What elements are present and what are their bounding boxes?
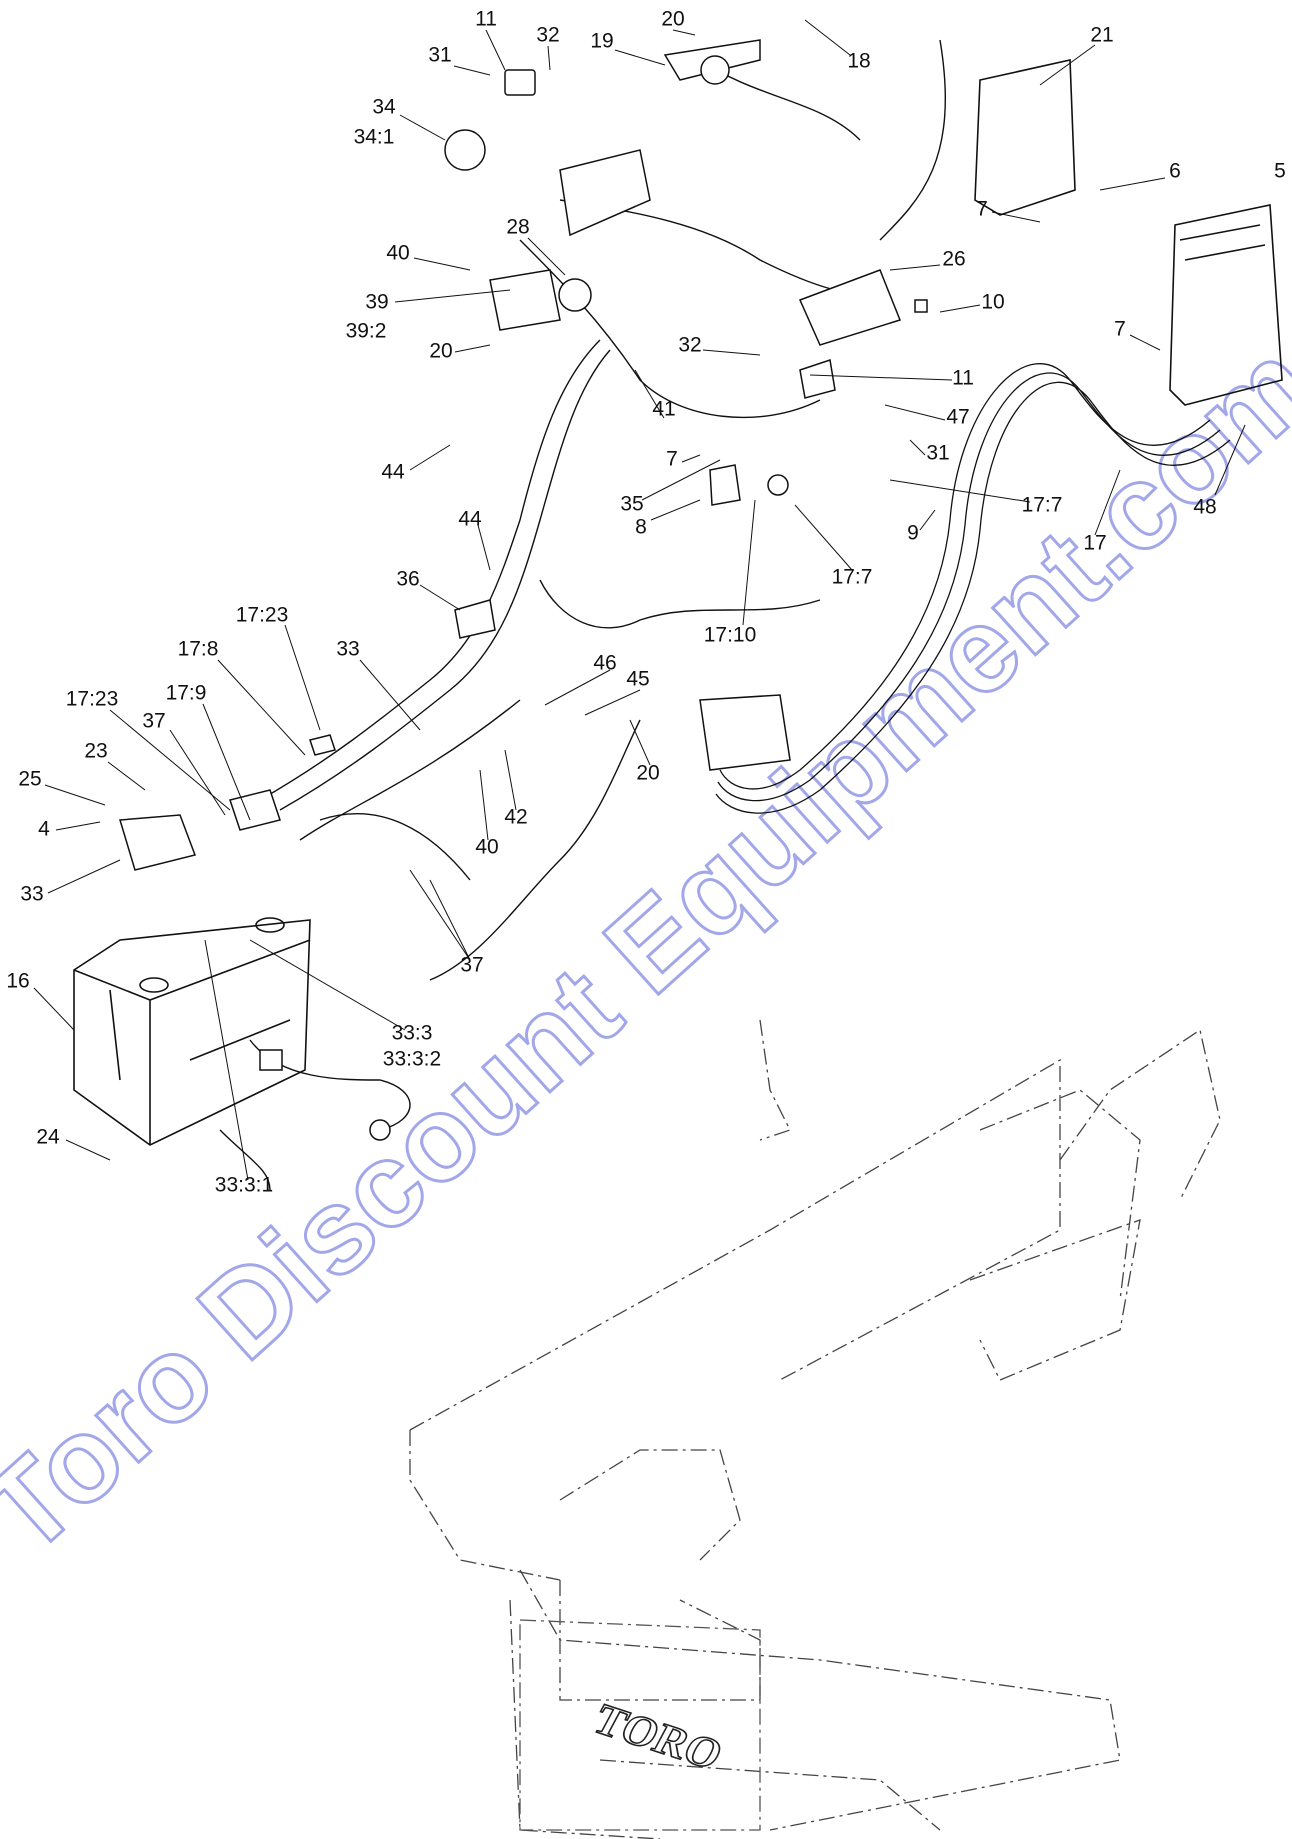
part-callout: 35 (620, 493, 643, 516)
part-callout: 9 (907, 522, 919, 545)
part-callout: 41 (652, 398, 675, 421)
callouts: 11 32 31 20 19 18 21 34 34:1 6 5 7 28 40 26 10 39 39:2 7 20… (6, 8, 1286, 1197)
part-callout: 25 (18, 768, 41, 791)
part-callout: 10 (981, 291, 1004, 314)
part-callout: 33:3:2 (383, 1048, 441, 1071)
part-callout: 23 (84, 740, 107, 763)
part-callout: 16 (6, 970, 29, 993)
part-callout: 21 (1090, 24, 1113, 47)
part-callout: 28 (506, 216, 529, 239)
battery (73, 917, 311, 1146)
part-callout: 17:7 (1022, 494, 1063, 517)
part-callout: 8 (635, 516, 647, 539)
part-callout: 37 (460, 954, 483, 977)
part-callout: 19 (590, 30, 613, 53)
part-callout: 6 (1169, 160, 1181, 183)
part-callout: 33:3 (392, 1022, 433, 1045)
controller-modules (974, 59, 1283, 406)
part-callout: 17:9 (166, 682, 207, 705)
part-callout: 31 (428, 44, 451, 67)
part-callout: 31 (926, 442, 949, 465)
part-callout: 45 (626, 668, 649, 691)
part-callout: 34 (372, 96, 396, 119)
toro-brand-mark: TORO (585, 1694, 731, 1778)
part-callout: 34:1 (354, 126, 395, 149)
part-callout: 46 (593, 652, 616, 675)
part-callout: 11 (952, 367, 974, 390)
part-callout: 44 (458, 508, 482, 531)
part-callout: 40 (386, 242, 409, 265)
part-callout: 17:10 (704, 624, 757, 647)
components (119, 39, 928, 1141)
part-callout: 32 (678, 334, 701, 357)
part-callout: 17:7 (832, 566, 873, 589)
part-callout: 26 (942, 248, 965, 271)
part-callout: 20 (636, 762, 659, 785)
machine-frame (409, 1019, 1221, 1839)
wire-harness (219, 39, 947, 1191)
part-callout: 44 (381, 461, 405, 484)
part-callout: 40 (475, 836, 498, 859)
part-callout: 33 (336, 638, 359, 661)
part-callout: 7 (1114, 318, 1126, 341)
part-callout: 7 (666, 448, 678, 471)
watermark: Toro Discount Equipment.com to order (0, 0, 1292, 1581)
toro-plate: TORO (519, 1619, 761, 1831)
part-callout: 48 (1193, 496, 1216, 519)
part-callout: 24 (36, 1126, 60, 1149)
part-callout: 5 (1274, 160, 1286, 183)
part-callout: 7 (976, 198, 988, 221)
part-callout: 20 (429, 340, 452, 363)
part-callout: 4 (38, 818, 50, 841)
part-callout: 20 (661, 8, 684, 31)
part-callout: 32 (536, 24, 559, 47)
part-callout: 37 (142, 710, 165, 733)
part-callout: 36 (396, 568, 419, 591)
watermark-text: Toro Discount Equipment.com to order (0, 0, 1292, 1581)
part-callout: 47 (946, 406, 969, 429)
part-callout: 17:23 (236, 604, 289, 627)
part-callout: 17 (1083, 532, 1106, 555)
part-callout: 18 (847, 50, 870, 73)
part-callout: 17:23 (66, 688, 119, 711)
part-callout: 42 (504, 806, 527, 829)
ribbon-harness (715, 363, 1231, 814)
part-callout: 33:3:1 (215, 1174, 273, 1197)
part-callout: 33 (20, 883, 43, 906)
part-callout: 11 (475, 8, 497, 31)
part-callout: 39:2 (346, 320, 387, 343)
leader-lines (33, 19, 1246, 1181)
part-callout: 39 (365, 291, 388, 314)
part-callout: 17:8 (178, 638, 219, 661)
